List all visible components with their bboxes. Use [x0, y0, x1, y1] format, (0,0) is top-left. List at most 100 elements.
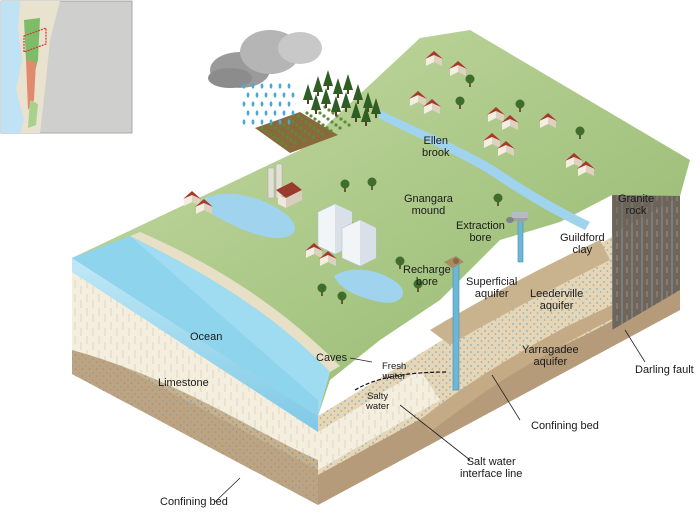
label-darling-fault: Darling fault	[635, 364, 694, 376]
crop	[298, 135, 302, 139]
label-recharge-bore: Recharge bore	[403, 264, 451, 288]
crop	[273, 126, 277, 130]
rain-drop	[282, 110, 286, 116]
crop	[295, 123, 299, 127]
rain-drop	[260, 119, 264, 125]
crop	[320, 132, 324, 136]
house-icon	[183, 191, 201, 206]
label-superficial-aquifer: Superficial aquifer	[466, 276, 518, 300]
tree-icon	[343, 74, 353, 94]
tree-icon	[340, 179, 350, 192]
crop	[280, 141, 284, 145]
crop	[293, 141, 297, 145]
label-salty-water: Salty water	[366, 391, 390, 412]
label-limestone: Limestone	[158, 377, 209, 389]
label-confining-bed-right: Confining bed	[531, 420, 599, 432]
crop	[331, 111, 335, 115]
tree-icon	[333, 78, 343, 98]
crop	[303, 129, 307, 133]
tree-icon	[321, 88, 331, 108]
label-ellen-brook: Ellen brook	[422, 135, 450, 159]
trees	[303, 70, 585, 304]
tree-icon	[363, 92, 373, 112]
label-caves: Caves	[316, 352, 348, 364]
rain-drop	[278, 83, 282, 89]
tree-icon	[317, 283, 327, 296]
tree-icon	[413, 279, 423, 292]
crop	[318, 111, 322, 115]
rain-cloud-icon	[208, 30, 322, 125]
label-gnangara-mound: Gnangara mound	[404, 193, 453, 217]
crop	[272, 135, 276, 139]
crop	[317, 120, 321, 124]
label-salt-water-interface: Salt water interface line	[460, 456, 523, 480]
crop	[287, 117, 291, 121]
building-icon	[317, 203, 377, 267]
farm-field	[255, 105, 351, 153]
tree-icon	[331, 96, 341, 116]
rain-drop	[251, 101, 255, 107]
house-icon	[487, 107, 505, 122]
rain-drop	[273, 110, 277, 116]
crop	[300, 117, 304, 121]
recharge-bore-icon	[444, 256, 464, 391]
tree-icon	[323, 70, 333, 90]
rain-drop	[273, 92, 277, 98]
house-icon	[305, 243, 323, 258]
rain-drop	[287, 119, 291, 125]
tree-icon	[337, 291, 347, 304]
rain-drop	[264, 110, 268, 116]
rain-drop	[269, 119, 273, 125]
water-bodies	[205, 110, 590, 303]
house-icon	[565, 153, 583, 168]
crop	[311, 135, 315, 139]
crop	[291, 120, 295, 124]
crop	[329, 129, 333, 133]
rain-drop	[291, 92, 295, 98]
house-icon	[449, 61, 467, 76]
crop	[327, 108, 331, 112]
tree-icon	[351, 102, 361, 122]
house-icon	[501, 115, 519, 130]
crop	[313, 117, 317, 121]
crop	[330, 120, 334, 124]
rain-drop	[278, 119, 282, 125]
block-front-faces	[72, 160, 680, 505]
crop	[294, 132, 298, 136]
crop	[284, 144, 288, 148]
rain-drop	[242, 83, 246, 89]
crop	[339, 117, 343, 121]
rain-drop	[269, 83, 273, 89]
rain-drop	[264, 92, 268, 98]
crop	[308, 123, 312, 127]
crop	[296, 114, 300, 118]
rain-drop	[246, 92, 250, 98]
label-extraction-bore: Extraction bore	[456, 220, 505, 244]
crop	[309, 114, 313, 118]
crop	[264, 129, 268, 133]
house-icon	[319, 251, 337, 266]
crop	[338, 126, 342, 130]
inset-map	[0, 0, 133, 134]
rain-drop	[251, 119, 255, 125]
house-icon	[425, 51, 443, 66]
label-confining-bed-bottom: Confining bed	[160, 496, 228, 508]
houses	[183, 51, 595, 266]
tree-icon	[371, 98, 381, 118]
crop	[302, 138, 306, 142]
land-surface	[72, 30, 690, 416]
house-icon	[497, 141, 515, 156]
rain-drop	[255, 110, 259, 116]
tree-icon	[311, 94, 321, 114]
crop	[347, 123, 351, 127]
crop	[260, 126, 264, 130]
crop	[307, 132, 311, 136]
rain-drop	[260, 83, 264, 89]
label-guildford-clay: Guildford clay	[560, 232, 605, 256]
tree-icon	[493, 193, 503, 206]
rain-drop	[287, 83, 291, 89]
crop	[312, 126, 316, 130]
rain-drop	[242, 119, 246, 125]
